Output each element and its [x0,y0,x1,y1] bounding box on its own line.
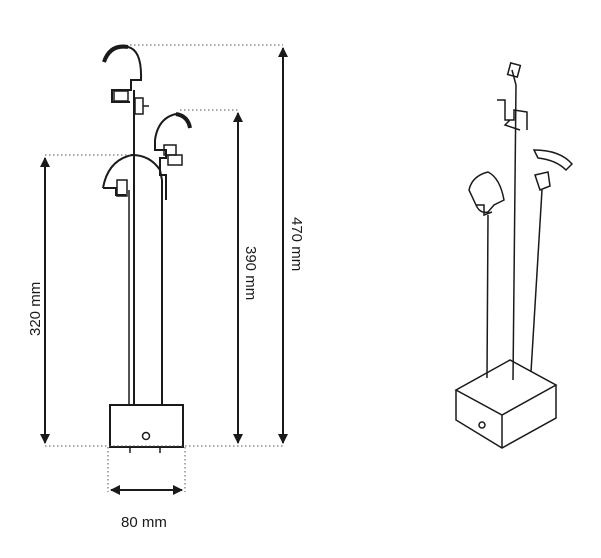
lamp-head-low [102,153,167,200]
lamp-base [109,404,184,448]
front-view-lamp [102,44,192,453]
label-80: 80 mm [121,514,167,531]
lamp-head-low-3d [468,171,505,217]
dimension-guides [45,44,283,492]
label-470: 470 mm [288,217,305,271]
lamp-head-middle-3d [532,149,574,191]
perspective-view-lamp [454,61,574,449]
label-390: 390 mm [242,246,259,300]
switch-icon [141,431,151,441]
lamp-head-top-3d [506,61,522,79]
lamp-base-3d [454,359,558,449]
label-320: 320 mm [27,282,44,336]
